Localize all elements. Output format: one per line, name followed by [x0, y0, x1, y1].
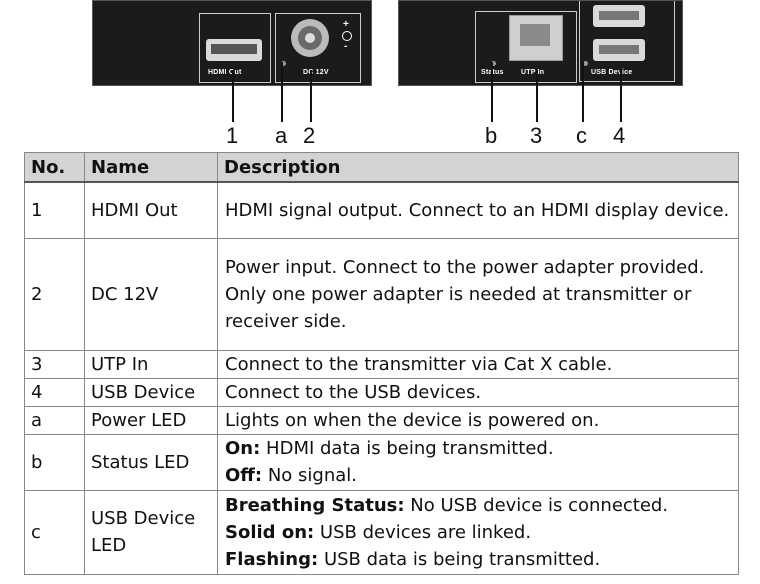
utp-port-outline [475, 11, 577, 83]
polarity-plus: + [343, 19, 350, 30]
table-row: a Power LED Lights on when the device is… [24, 405, 739, 435]
polarity-minus: - [344, 41, 348, 52]
usb-led [583, 61, 588, 66]
callout-1: 1 [226, 123, 239, 148]
table-row: 2 DC 12V Power input. Connect to the pow… [24, 237, 739, 351]
hdmi-port [206, 39, 262, 61]
description-line: On: HDMI data is being transmitted. [225, 438, 554, 459]
description-line: Breathing Status: No USB device is conne… [225, 494, 669, 516]
leader-1 [232, 70, 234, 122]
row-no: c [24, 489, 85, 575]
dc-12v-label: DC 12V [303, 69, 329, 76]
row-no: 1 [24, 181, 85, 239]
description-line: Power input. Connect to the power adapte… [225, 256, 705, 278]
row-no: a [24, 405, 85, 435]
leader-4 [620, 70, 622, 122]
callout-b: b [485, 123, 498, 148]
leader-c [582, 62, 584, 122]
table-header-row: No. Name Description [24, 152, 739, 183]
usb-device-label: USB Device [591, 69, 633, 76]
callout-2: 2 [303, 123, 316, 148]
row-no: 3 [24, 349, 85, 379]
callout-3: 3 [530, 123, 543, 148]
description-line: Only one power adapter is needed at tran… [225, 283, 692, 332]
row-description: Lights on when the device is powered on. [217, 405, 739, 435]
row-description: On: HDMI data is being transmitted. Off:… [217, 433, 739, 491]
usb-port-2 [593, 39, 645, 61]
row-no: b [24, 433, 85, 491]
usb-port-outline [579, 1, 675, 82]
row-name: UTP In [84, 349, 218, 379]
dc-jack [291, 19, 329, 57]
row-description: Connect to the transmitter via Cat X cab… [217, 349, 739, 379]
row-name: USB Device [84, 377, 218, 407]
table-row: c USB Device LED Breathing Status: No US… [24, 489, 739, 575]
table-row: 4 USB Device Connect to the USB devices. [24, 377, 739, 407]
table-row: 1 HDMI Out HDMI signal output. Connect t… [24, 181, 739, 239]
description-line: Flashing: USB data is being transmitted. [225, 548, 601, 570]
row-name: Power LED [84, 405, 218, 435]
table-row: 3 UTP In Connect to the transmitter via … [24, 349, 739, 379]
row-name: Status LED [84, 433, 218, 491]
leader-3 [536, 70, 538, 122]
dc-port-outline [275, 13, 361, 83]
header-no: No. [24, 152, 85, 183]
callout-c: c [576, 123, 587, 148]
device-diagram: HDMI Out + - DC 12V Status UTP In USB De… [0, 0, 760, 150]
header-name: Name [84, 152, 218, 183]
row-description: HDMI signal output. Connect to an HDMI d… [217, 181, 739, 239]
callout-a: a [275, 123, 288, 148]
row-name: USB Device LED [84, 489, 218, 575]
spec-table: No. Name Description 1 HDMI Out HDMI sig… [24, 152, 739, 575]
row-description: Breathing Status: No USB device is conne… [217, 489, 739, 575]
hdmi-port-outline [199, 13, 271, 83]
description-line: Off: No signal. [225, 465, 357, 486]
table-row: b Status LED On: HDMI data is being tran… [24, 433, 739, 491]
row-name: DC 12V [84, 237, 218, 351]
leader-a [281, 62, 283, 122]
row-no: 2 [24, 237, 85, 351]
leader-b [491, 62, 493, 122]
leader-2 [310, 70, 312, 122]
row-no: 4 [24, 377, 85, 407]
callout-4: 4 [613, 123, 626, 148]
row-description: Power input. Connect to the power adapte… [217, 237, 739, 351]
utp-in-label: UTP In [521, 69, 545, 76]
polarity-symbol [342, 31, 352, 41]
header-description: Description [217, 152, 739, 183]
description-line: Solid on: USB devices are linked. [225, 521, 532, 543]
row-description: Connect to the USB devices. [217, 377, 739, 407]
rj45-port [509, 15, 563, 61]
row-name: HDMI Out [84, 181, 218, 239]
hdmi-out-label: HDMI Out [208, 69, 242, 76]
usb-port-1 [593, 5, 645, 27]
right-device-panel: Status UTP In USB Device [398, 0, 683, 86]
power-led [281, 61, 286, 66]
status-led [491, 61, 496, 66]
